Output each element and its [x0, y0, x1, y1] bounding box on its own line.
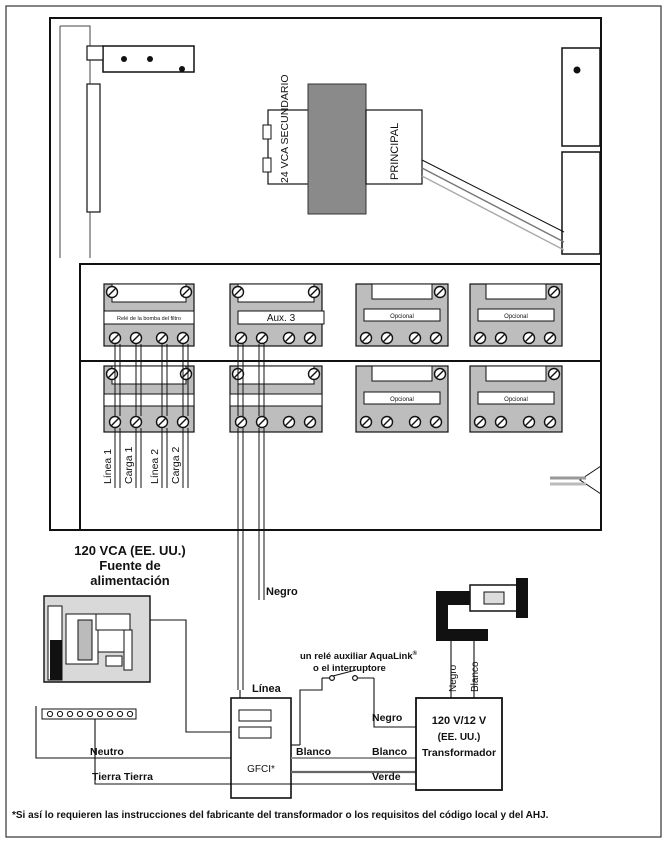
switch-label-1: un relé auxiliar AquaLink®: [300, 650, 418, 662]
transformer-wires: [421, 159, 565, 251]
latch-blocks: [561, 47, 601, 255]
wire-label-light-negro: Negro: [448, 664, 459, 692]
label-load2: Carga 2: [170, 446, 182, 484]
power-source-title-2: Fuente de: [99, 558, 160, 573]
wire-label-neutral: Neutro: [90, 746, 124, 758]
relay-aux3: Aux. 3: [229, 283, 325, 347]
switch-label-2: o el interruptore: [313, 663, 386, 674]
wire-label-blanco-gfci: Blanco: [296, 746, 331, 758]
external-wires: [35, 619, 475, 785]
gfci-line-label: Línea: [252, 683, 282, 695]
transformer-box-line3: Transformador: [422, 747, 496, 759]
gfci-label: GFCI*: [247, 764, 275, 775]
transformer: 24 VCA SECUNDARIO PRINCIPAL: [262, 74, 423, 215]
wire-label-light-blanco: Blanco: [470, 661, 481, 692]
relay-bottom-2: [229, 365, 323, 433]
relay-optional-2-label: Opcional: [504, 314, 528, 320]
wire-label-negro-switch: Negro: [372, 712, 402, 724]
relay-optional-3: Opcional: [355, 365, 449, 433]
power-source-title-3: alimentación: [90, 573, 170, 588]
label-line2: Línea 2: [149, 449, 161, 484]
transformer-primary-label: PRINCIPAL: [389, 123, 401, 180]
relay-optional-2: Opcional: [469, 283, 563, 347]
relay-filter-pump-label: Relé de la bomba del filtro: [117, 316, 181, 322]
transformer-secondary-label: 24 VCA SECUNDARIO: [279, 74, 291, 183]
side-connector: [550, 465, 602, 495]
gfci-outlet: GFCI*: [230, 697, 292, 799]
relay-optional-1: Opcional: [355, 283, 449, 347]
relay-aux3-label: Aux. 3: [267, 313, 296, 324]
footnote: *Si así lo requieren las instrucciones d…: [12, 810, 549, 821]
transformer-box-line1: 120 V/12 V: [432, 715, 487, 727]
relay-optional-1-label: Opcional: [390, 314, 414, 320]
wire-label-negro-top: Negro: [266, 586, 298, 598]
ground-bus-bar: [41, 708, 137, 720]
wire-label-verde: Verde: [372, 771, 401, 783]
relay-optional-4-label: Opcional: [504, 397, 528, 403]
breaker-panel: [43, 595, 151, 683]
relay-bottom-1: [103, 365, 195, 433]
wire-label-blanco-trans: Blanco: [372, 746, 407, 758]
label-line1: Línea 1: [102, 449, 114, 484]
relay-optional-4: Opcional: [469, 365, 563, 433]
aux3-wires: [237, 344, 265, 690]
wire-label-ground: Tierra Tierra: [92, 771, 153, 783]
power-source-title-1: 120 VCA (EE. UU.): [74, 543, 186, 558]
relay-optional-3-label: Opcional: [390, 397, 414, 403]
hinge-bracket: [86, 45, 195, 213]
relay-filter-pump: Relé de la bomba del filtro: [103, 283, 195, 347]
pump-terminal-wires: [114, 344, 189, 488]
light-fixture: [436, 578, 528, 641]
low-voltage-transformer: 120 V/12 V (EE. UU.) Transformador: [415, 697, 503, 791]
label-load1: Carga 1: [123, 446, 135, 484]
transformer-box-line2: (EE. UU.): [438, 732, 481, 743]
